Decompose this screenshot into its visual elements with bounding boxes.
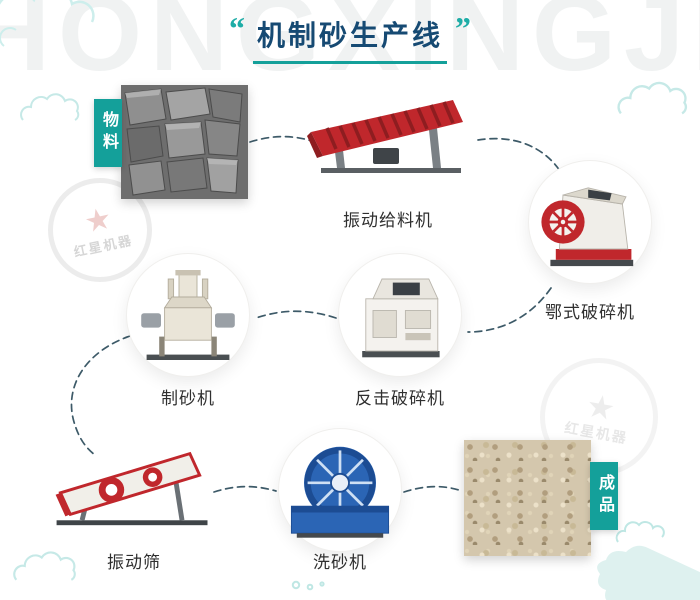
close-quote-icon: ” <box>455 10 471 46</box>
stone-blocks-image <box>121 85 248 199</box>
vibrating-screen-image <box>50 436 218 534</box>
brand-watermark-text: HONGXINGJIQI <box>0 0 700 93</box>
sand-washer-label: 洗砂机 <box>313 553 367 572</box>
brand-stamp-text: 红星机器 <box>72 232 135 260</box>
title-text: 机制砂生产线 <box>252 14 447 64</box>
sand-maker-label: 制砂机 <box>161 389 215 408</box>
sand-maker-image <box>126 253 250 377</box>
jaw-crusher-label: 鄂式破碎机 <box>545 303 635 322</box>
star-icon: ★ <box>583 386 618 428</box>
vibrating-feeder-label: 振动给料机 <box>343 211 433 230</box>
raw-material-photo: 物料 <box>94 85 248 199</box>
cloud-decoration <box>20 93 80 121</box>
open-quote-icon: “ <box>228 10 245 46</box>
product-tag: 成品 <box>590 462 618 530</box>
impact-crusher-image <box>338 253 462 377</box>
finished-product-photo: 成品 <box>464 440 618 556</box>
cloud-decoration <box>291 580 325 591</box>
impact-crusher-label: 反击破碎机 <box>355 389 445 408</box>
jaw-crusher-image <box>528 160 652 284</box>
sand-washer-image <box>278 428 402 552</box>
sand-texture-image <box>464 440 591 556</box>
vibrating-screen-label: 振动筛 <box>107 553 161 572</box>
material-tag: 物料 <box>94 99 122 167</box>
vibrating-feeder-image <box>303 90 473 190</box>
connector-washer-product <box>403 485 463 493</box>
connector-impact-sandmaker <box>255 310 337 319</box>
page-title: “机制砂生产线” <box>0 10 700 64</box>
connector-screen-washer <box>213 485 277 493</box>
